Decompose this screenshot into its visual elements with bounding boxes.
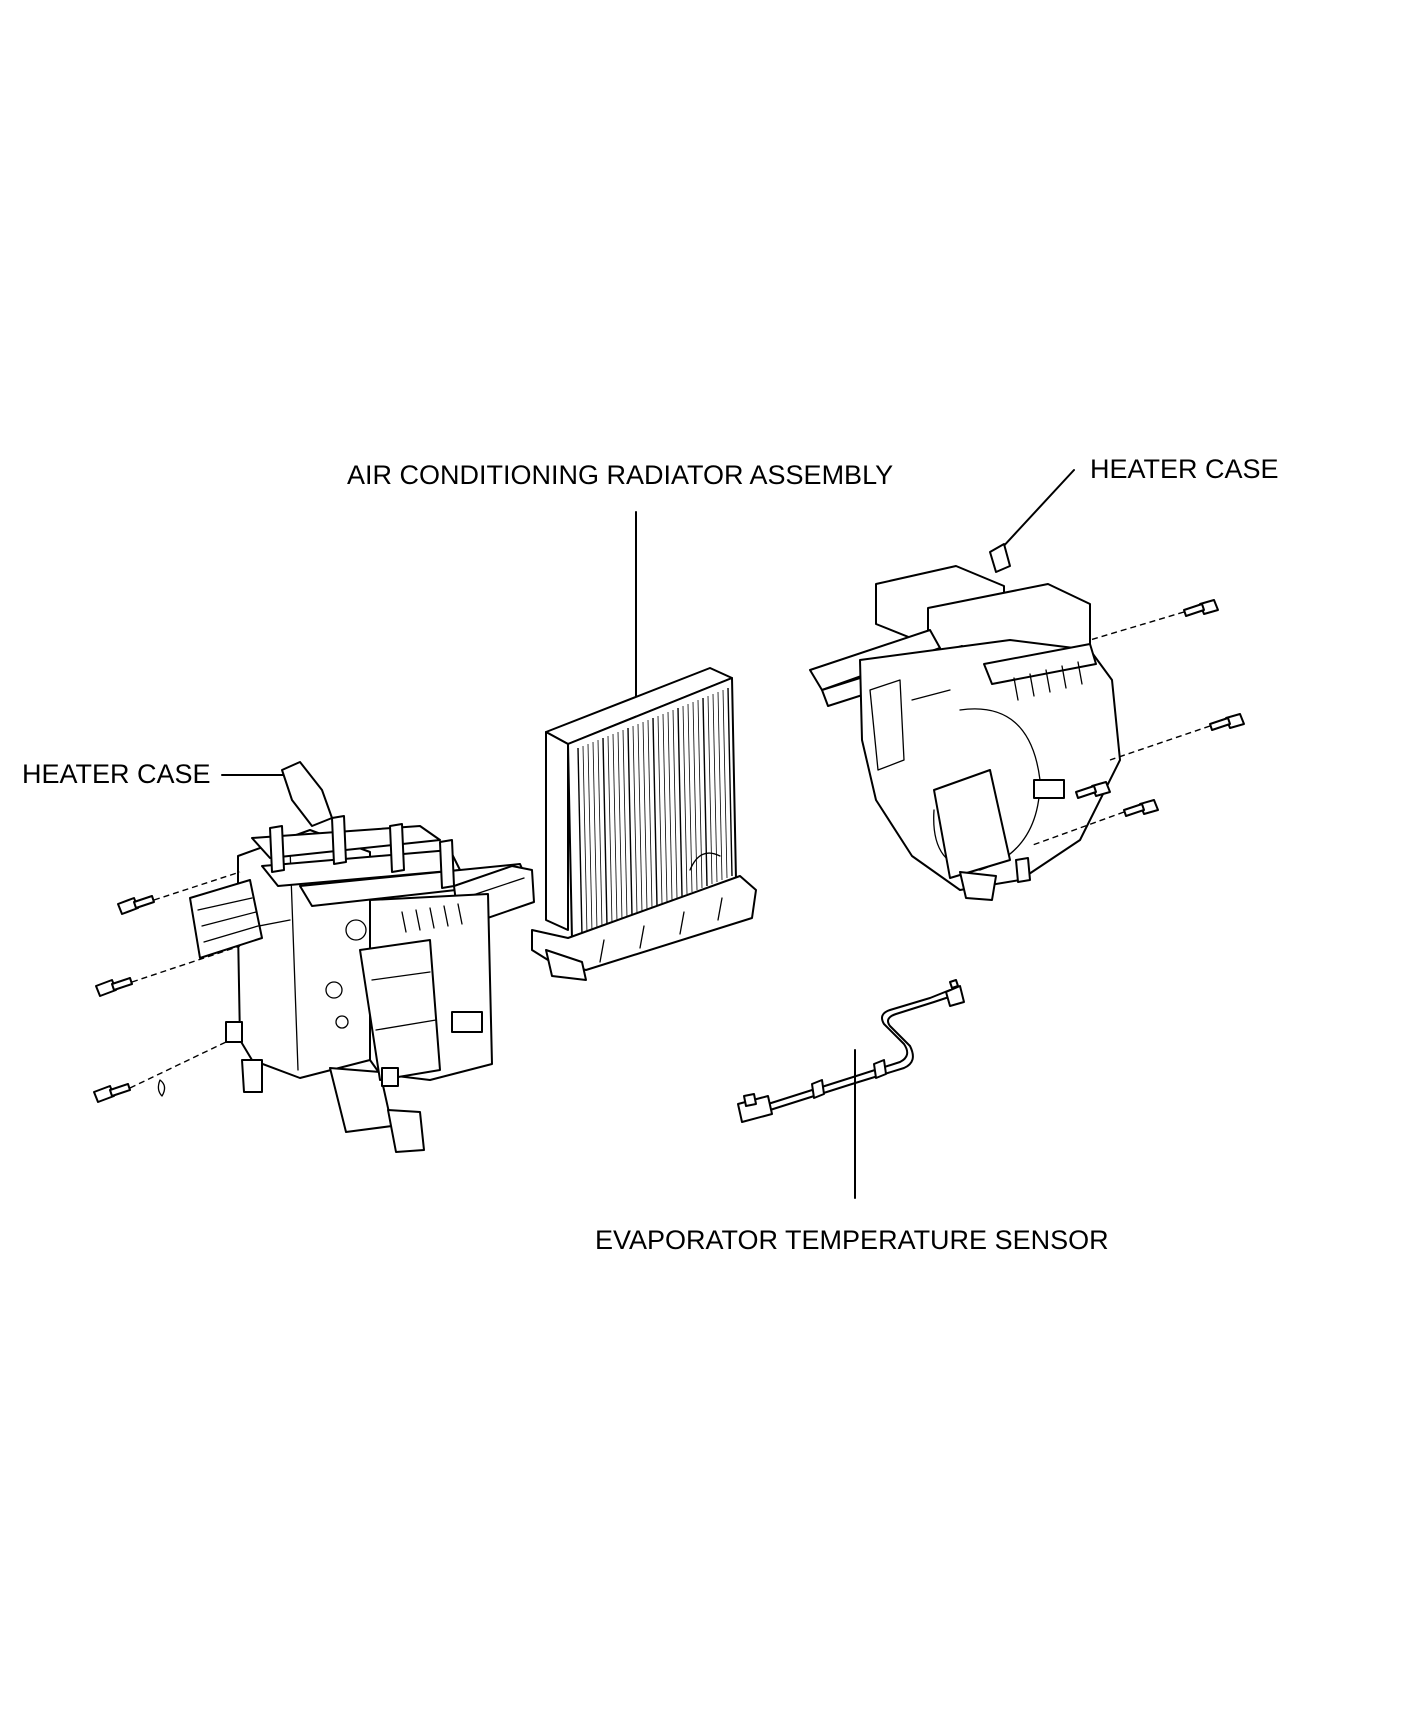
screw-left-2 <box>95 977 133 997</box>
heater-case-right <box>809 543 1121 901</box>
screw-right-4 <box>1123 799 1159 817</box>
screw-right-2 <box>1209 713 1245 731</box>
screw-left-3 <box>93 1083 131 1103</box>
screws-left <box>93 871 241 1103</box>
heater-case-left <box>189 761 535 1153</box>
clip-left <box>157 1079 166 1097</box>
screw-right-3 <box>1075 781 1111 799</box>
label-heater-case-right: HEATER CASE <box>1090 454 1279 484</box>
screw-right-1 <box>1183 599 1219 617</box>
radiator-fins <box>577 687 733 937</box>
screw-left-1 <box>117 895 155 915</box>
radiator-assembly <box>531 667 757 981</box>
screws-right <box>1029 599 1245 847</box>
label-evaporator-temperature-sensor: EVAPORATOR TEMPERATURE SENSOR <box>595 1225 1109 1255</box>
heater-case-right-leader-line <box>999 469 1075 551</box>
evaporator-temperature-sensor <box>737 979 965 1123</box>
label-heater-case-left: HEATER CASE <box>22 759 211 789</box>
label-air-conditioning-radiator-assembly: AIR CONDITIONING RADIATOR ASSEMBLY <box>347 460 894 490</box>
